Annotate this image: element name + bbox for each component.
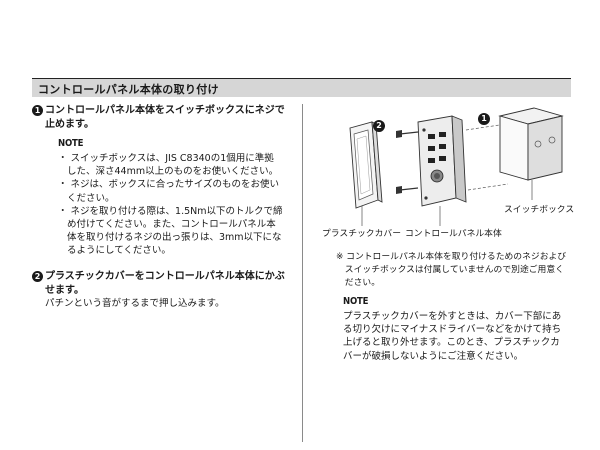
footnote: ※ コントロールパネル本体を取り付けるためのネジおよび スイッチボックスは付属し…: [336, 251, 566, 290]
step-2-number: 2: [32, 271, 43, 282]
step-2: 2 プラスチックカバーをコントロールパネル本体にかぶ せます。: [32, 270, 285, 296]
installation-diagram: [349, 107, 564, 226]
control-panel-drawing: [417, 115, 467, 207]
step-1-heading-line: 止めます。: [45, 119, 94, 130]
step-2-heading: プラスチックカバーをコントロールパネル本体にかぶ せます。: [45, 270, 307, 298]
right-note-line: プラスチックカバーを外すときは、カバー下部にあ: [343, 311, 562, 322]
caption-control-panel: コントロールパネル本体: [405, 229, 502, 239]
section-header: コントロールパネル本体の取り付け: [32, 78, 571, 97]
step-1-number: 1: [32, 105, 43, 116]
step-1-notes: ・ スイッチボックスは、JIS C8340の1個用に準拠 した、深さ44mm以上…: [58, 152, 283, 258]
switch-box-drawing: [498, 107, 564, 181]
column-divider: [302, 104, 303, 442]
note-line: ・ スイッチボックスは、JIS C8340の1個用に準拠: [58, 153, 274, 164]
note-line: ・ ネジを取り付ける際は、1.5Nm以下のトルクで締: [58, 205, 283, 217]
step-2-body: パチンという音がするまで押し込みます。: [45, 298, 225, 309]
step-2-heading-line: プラスチックカバーをコントロールパネル本体にかぶ: [45, 271, 285, 282]
footnote-line: ※ コントロールパネル本体を取り付けるためのネジおよび: [336, 252, 567, 262]
callout-2: 2: [373, 120, 385, 132]
note-line: め付けてください。また、コントロールパネル本: [67, 219, 276, 231]
section-title: コントロールパネル本体の取り付け: [38, 83, 219, 96]
note-line: 体を取り付けるネジの出っ張りは、3mm以下にな: [67, 232, 282, 244]
note-line: ください。: [67, 192, 115, 204]
note-line: した、深さ44mm以上のものをお使いください。: [67, 166, 279, 178]
screw-icon: [396, 130, 419, 138]
step-1: 1 コントロールパネル本体をスイッチボックスにネジで 止めます。: [32, 104, 285, 130]
callout-1: 1: [478, 113, 490, 125]
right-note-line: 上げると取り外せます。このとき、プラスチックカ: [343, 337, 560, 349]
footnote-line: ださい。: [336, 278, 380, 288]
right-note-label: NOTE: [343, 296, 369, 307]
step-1-note-label: NOTE: [58, 138, 84, 149]
caption-plastic-cover: プラスチックカバー: [322, 229, 401, 239]
note-line: ・ ネジは、ボックスに合ったサイズのものをお使い: [58, 179, 279, 191]
step-2-heading-line: せます。: [45, 285, 84, 296]
screw-icon: [396, 186, 419, 194]
step-1-heading: コントロールパネル本体をスイッチボックスにネジで 止めます。: [45, 104, 307, 132]
step-1-heading-line: コントロールパネル本体をスイッチボックスにネジで: [45, 105, 285, 116]
right-note-line: バーが破損しないようにご注意ください。: [343, 350, 524, 362]
caption-switch-box: スイッチボックス: [504, 205, 575, 215]
right-note-line: る切り欠けにマイナスドライバーなどをかけて持ち: [343, 324, 562, 336]
right-note-text: プラスチックカバーを外すときは、カバー下部にあ る切り欠けにマイナスドライバーな…: [343, 310, 561, 363]
plastic-cover-drawing: [349, 121, 383, 209]
note-line: るようにしてください。: [67, 245, 171, 257]
footnote-line: スイッチボックスは付属していませんので別途ご用意く: [336, 265, 564, 275]
